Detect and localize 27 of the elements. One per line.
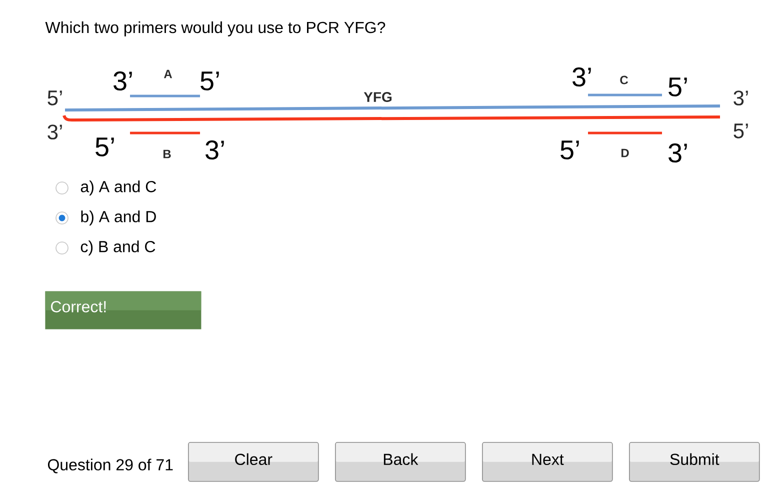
handwritten-end-label: 3’ [206, 140, 224, 160]
handwritten-end-label: 3’ [668, 143, 687, 163]
quiz-button: Submit [629, 442, 760, 482]
quiz-button: Next [482, 442, 613, 482]
question-text: Which two primers would you use to PCR YFG? [45, 21, 386, 36]
handwritten-end-label: 5’ [200, 72, 219, 90]
strand-end-label: 3’ [48, 124, 62, 140]
quiz-button: Clear [188, 442, 319, 482]
handwritten-end-label: 3’ [572, 67, 591, 87]
answer-option: a) A and C [80, 180, 156, 196]
handwritten-end-label: 3’ [114, 71, 132, 91]
answer-option: b) A and D [81, 210, 156, 226]
primer-label: C [620, 76, 628, 84]
strand-end-label: 3’ [734, 90, 748, 106]
strand-end-label: 5’ [734, 124, 748, 138]
handwritten-end-label: 5’ [560, 140, 579, 160]
quiz-button: Back [335, 442, 466, 482]
primer-label: B [163, 150, 171, 158]
question-counter: Question 29 of 71 [48, 458, 173, 474]
primer-label: D [621, 148, 629, 158]
handwritten-end-label: 5’ [668, 78, 687, 96]
answer-option: c) B and C [80, 240, 156, 256]
strand-end-label: 5’ [48, 90, 62, 106]
feedback-banner: Correct! [45, 291, 202, 330]
gene-label: YFG [364, 92, 392, 102]
handwritten-end-label: 5’ [96, 138, 114, 156]
primer-label: A [164, 70, 172, 78]
